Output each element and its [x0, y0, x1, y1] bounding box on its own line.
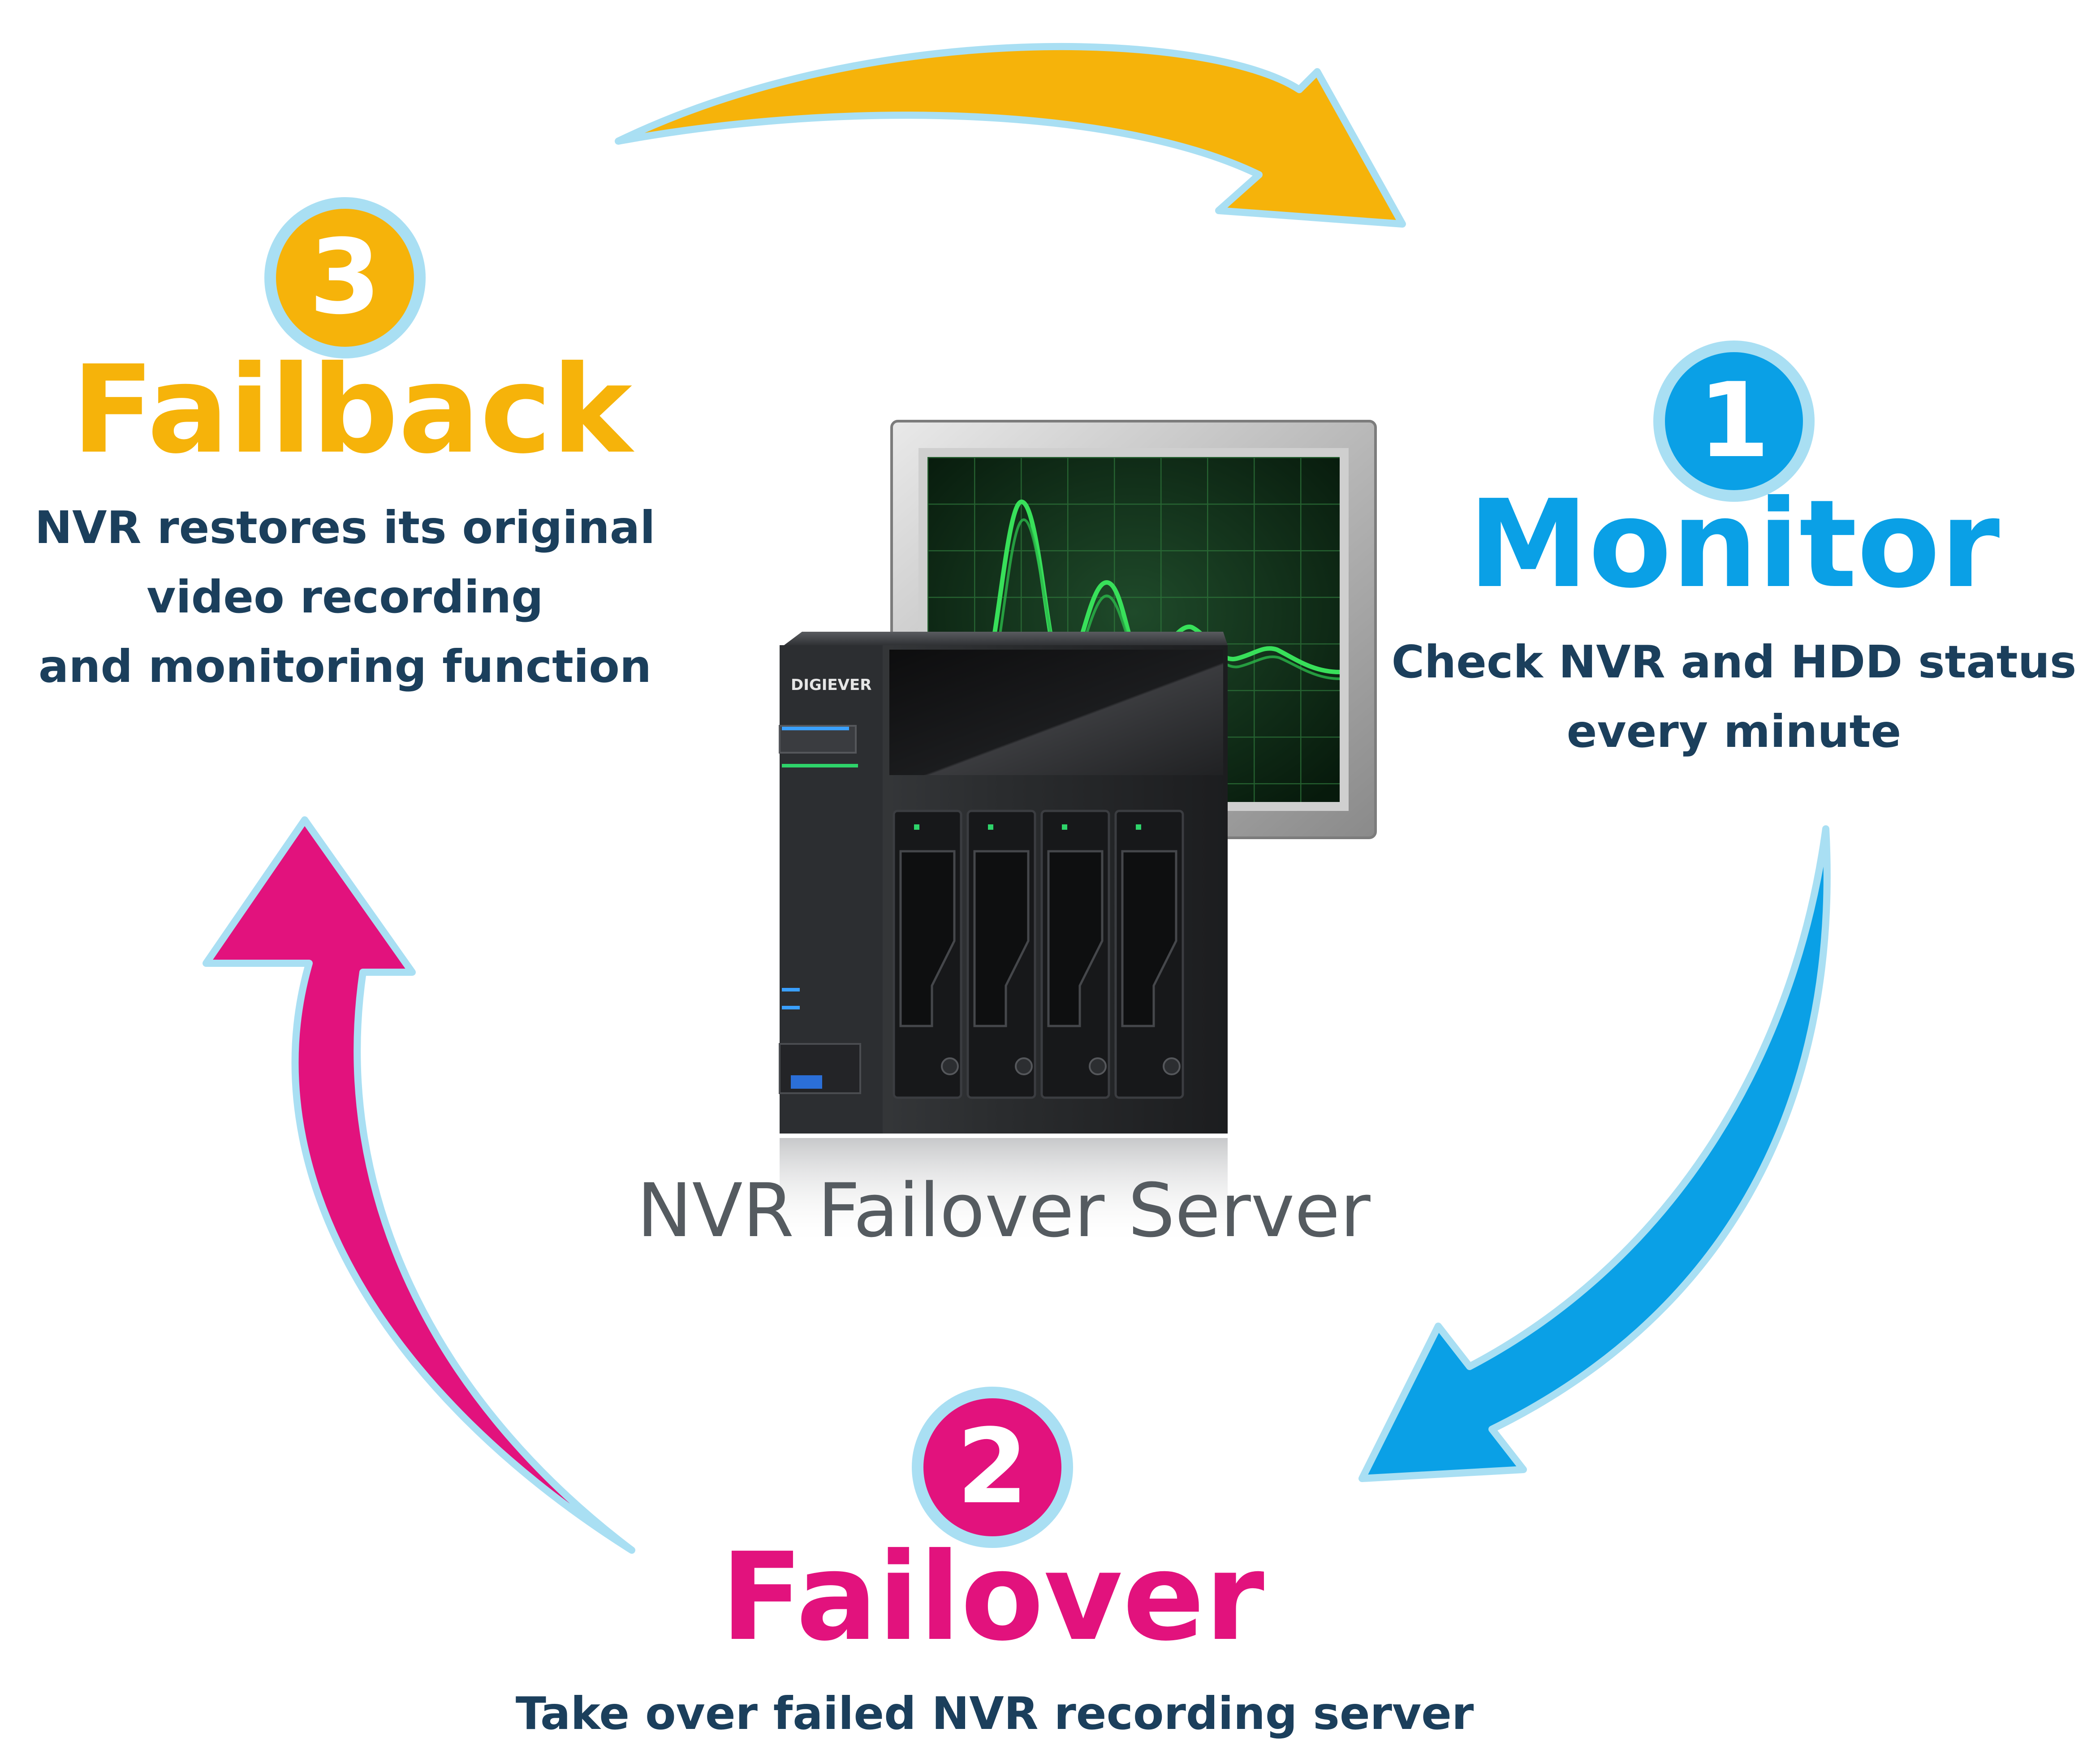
step-number: 3 [309, 218, 381, 337]
step-number-badge-2: 2 [912, 1387, 1073, 1548]
svg-text:DIGIEVER: DIGIEVER [791, 676, 871, 694]
nvr-device-icon: DIGIEVER [779, 632, 1228, 1246]
step-number: 2 [956, 1407, 1029, 1527]
description-line: Take over failed NVR recording server [515, 1687, 1474, 1740]
curved-arrow-icon [203, 816, 635, 1554]
curved-arrow-icon [615, 43, 1406, 228]
center-server-label: NVR Failover Server [637, 1168, 1371, 1254]
description-line: Check NVR and HDD status [1391, 636, 2077, 688]
step-number: 1 [1698, 361, 1770, 481]
description-line: NVR restores its original [34, 501, 655, 554]
description-line: and monitoring function [38, 640, 652, 693]
description-line: video recording [147, 571, 543, 623]
step-description-failover: Take over failed NVR recording server [448, 1682, 1541, 1745]
curved-arrow-icon [1358, 825, 1831, 1482]
description-line: every minute [1566, 705, 1902, 758]
step-title-failover: Failover [720, 1526, 1264, 1668]
step-number-badge-3: 3 [264, 197, 426, 358]
step-description-failback: NVR restores its original video recordin… [27, 493, 663, 701]
step-title-monitor: Monitor [1468, 474, 2000, 615]
step-title-failback: Failback [72, 339, 632, 480]
step-description-monitor: Check NVR and HDD status every minute [1380, 627, 2088, 766]
